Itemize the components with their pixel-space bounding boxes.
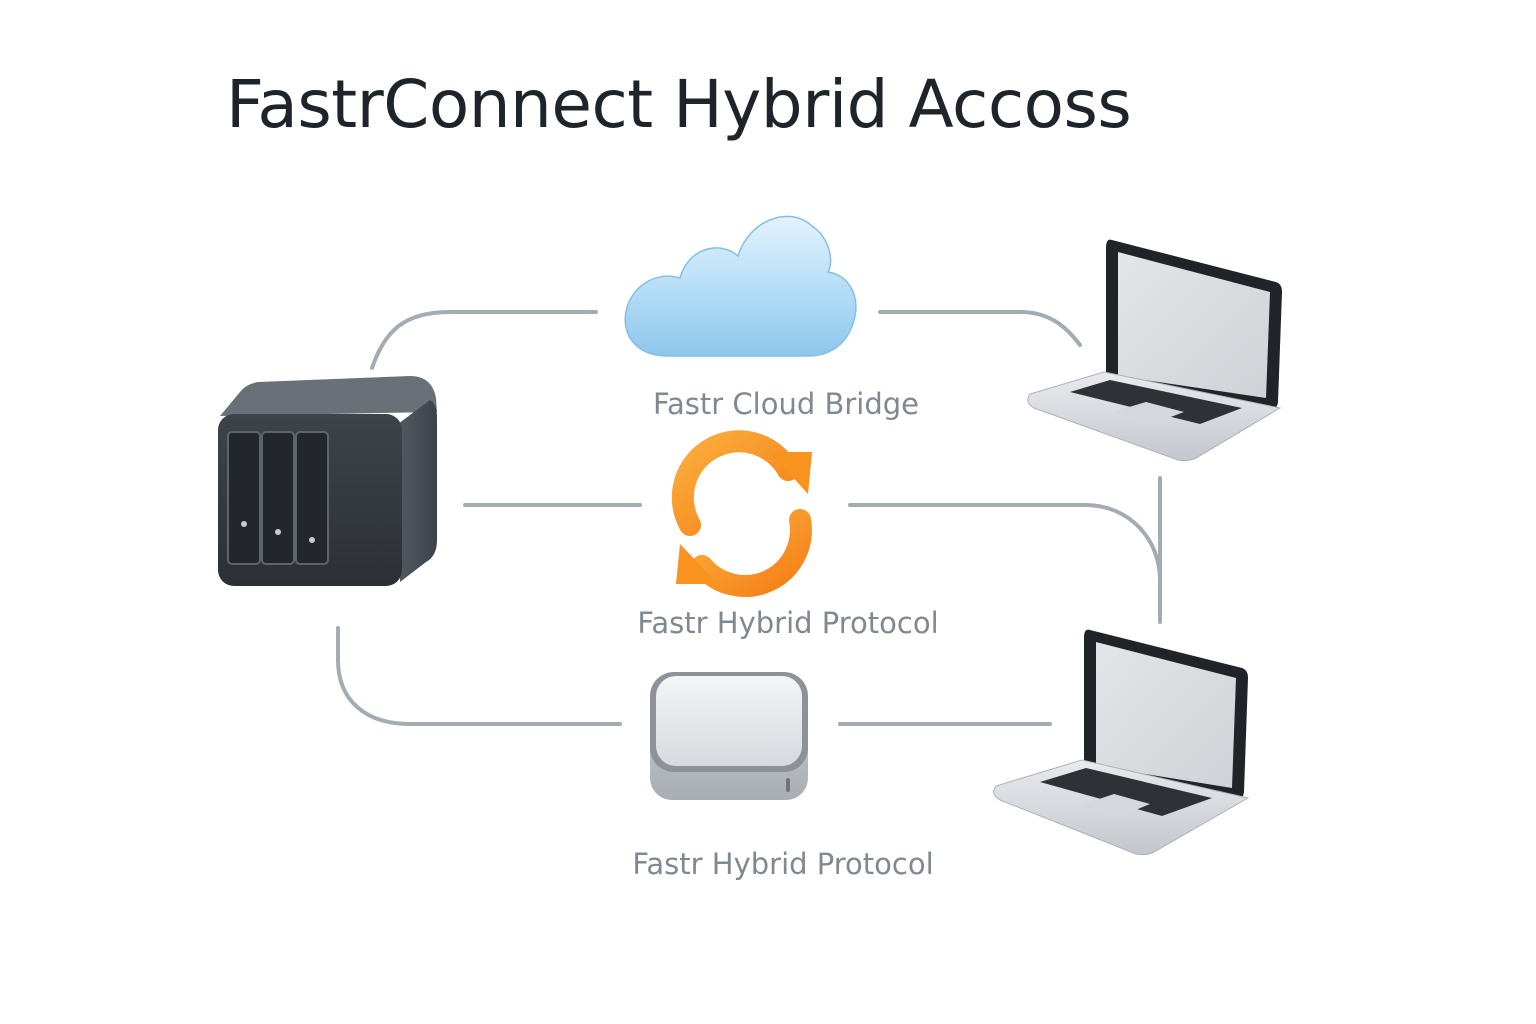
connectors bbox=[336, 310, 1162, 726]
sync-arrows-icon bbox=[671, 430, 812, 597]
laptop-top-icon bbox=[1027, 239, 1282, 462]
connector-sync-right bbox=[848, 503, 1162, 582]
cloud-bridge-label: Fastr Cloud Bridge bbox=[653, 387, 919, 421]
connector-nas-drive bbox=[336, 626, 622, 726]
connector-nas-cloud bbox=[370, 310, 598, 370]
laptop-bottom-icon bbox=[993, 629, 1250, 856]
page-title: FastrConnect Hybrid Accoss bbox=[226, 66, 1132, 143]
connector-cloud-laptop bbox=[878, 310, 1082, 347]
hybrid-protocol-label: Fastr Hybrid Protocol bbox=[637, 606, 939, 640]
nas-server-icon bbox=[218, 376, 437, 586]
drive-protocol-label: Fastr Hybrid Protocol bbox=[632, 847, 934, 881]
cloud-icon bbox=[624, 215, 857, 357]
external-drive-icon bbox=[650, 672, 808, 800]
